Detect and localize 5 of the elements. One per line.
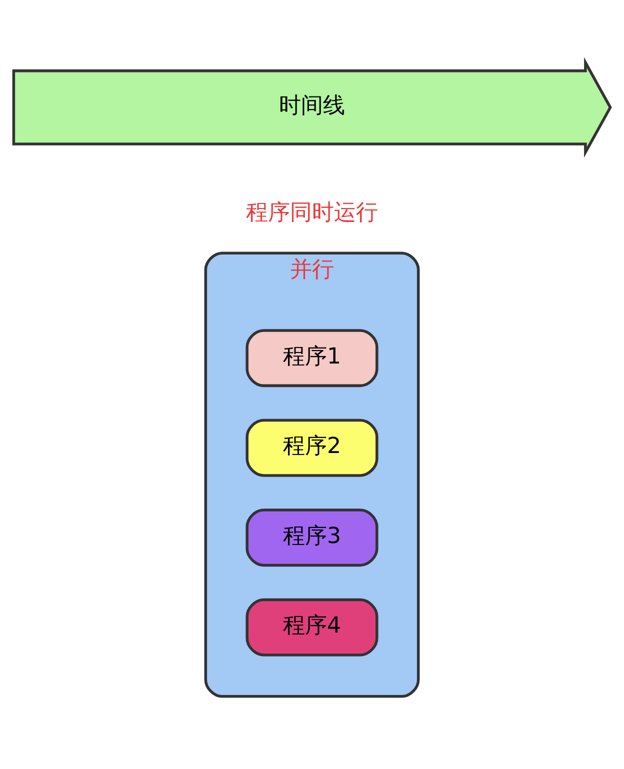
node-box: 程序2 — [246, 418, 378, 476]
node-box: 程序4 — [246, 598, 378, 656]
node-box: 程序3 — [246, 508, 378, 566]
label: 程序同时运行 — [246, 199, 378, 226]
node-box: 程序1 — [246, 328, 378, 387]
